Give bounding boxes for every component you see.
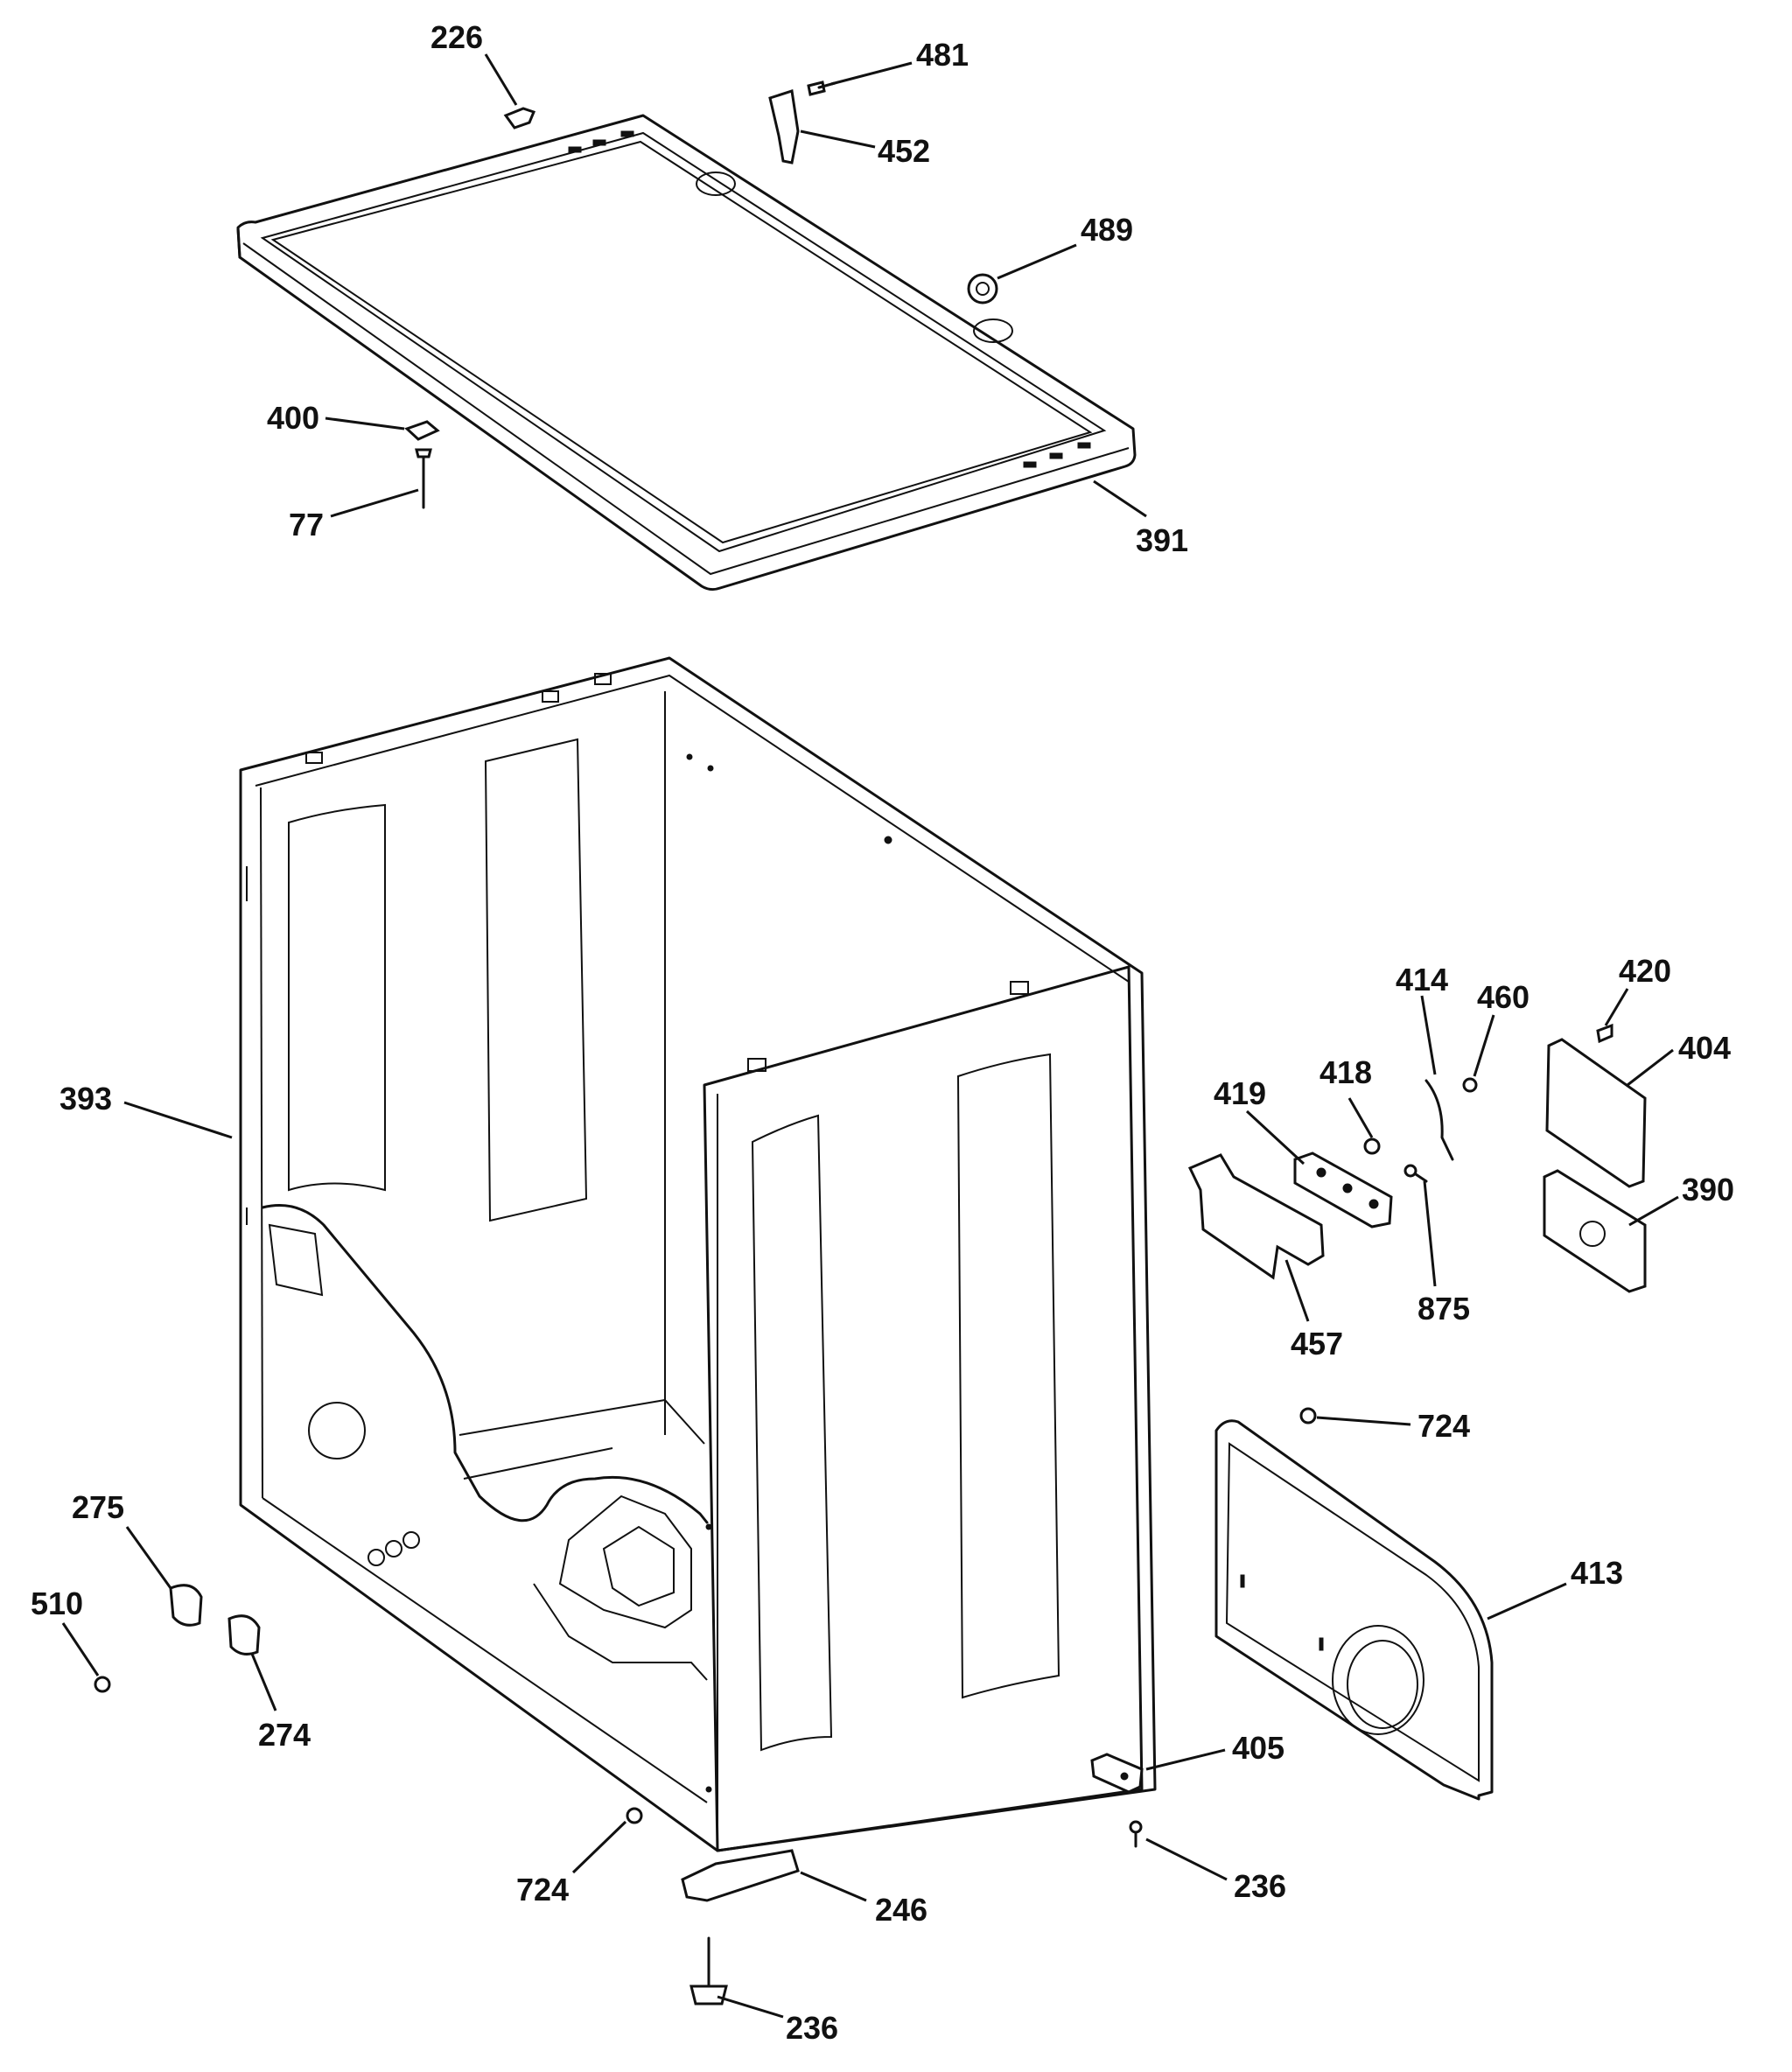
label-452: 452 <box>878 133 930 169</box>
part-236-leveling-leg <box>690 1936 728 2006</box>
top-cover-part <box>236 114 1137 592</box>
label-77: 77 <box>289 507 324 542</box>
part-404-cover-plate <box>1545 1038 1647 1188</box>
part-226-clip <box>503 107 536 130</box>
part-419-terminal-block <box>1293 1152 1393 1228</box>
part-510-screw <box>94 1676 111 1693</box>
label-510: 510 <box>31 1586 83 1621</box>
label-274: 274 <box>258 1717 311 1753</box>
label-405: 405 <box>1232 1730 1284 1766</box>
part-418-nut <box>1363 1138 1381 1155</box>
part-452-bracket <box>768 89 800 164</box>
part-414-strap <box>1424 1079 1454 1161</box>
part-413-rear-panel <box>1214 1419 1494 1801</box>
part-236-screw-a <box>1129 1820 1143 1848</box>
label-413: 413 <box>1571 1555 1623 1591</box>
leader-lines <box>61 53 1679 2019</box>
part-724-screw-b <box>626 1807 643 1824</box>
label-724-a: 724 <box>1418 1408 1470 1444</box>
label-489: 489 <box>1081 212 1133 248</box>
label-236-b: 236 <box>786 2010 838 2046</box>
label-418: 418 <box>1320 1054 1372 1090</box>
label-460: 460 <box>1477 979 1530 1015</box>
part-481-screw <box>807 80 836 96</box>
label-400: 400 <box>267 400 319 436</box>
label-457: 457 <box>1291 1326 1343 1362</box>
label-875: 875 <box>1418 1291 1470 1326</box>
part-labels: 226 481 452 489 400 77 391 393 414 420 4… <box>31 19 1734 2046</box>
label-724-b: 724 <box>516 1872 569 1908</box>
part-489-knob <box>967 273 998 304</box>
part-724-screw-a <box>1299 1407 1317 1424</box>
part-77-screw <box>415 448 432 509</box>
part-274-grommet <box>228 1614 261 1656</box>
label-393: 393 <box>60 1081 112 1116</box>
label-414: 414 <box>1396 962 1448 998</box>
label-481: 481 <box>916 37 969 73</box>
part-390-panel <box>1543 1169 1647 1293</box>
part-275-grommet <box>169 1584 203 1627</box>
label-390: 390 <box>1682 1172 1734 1208</box>
label-420: 420 <box>1619 953 1671 989</box>
label-391: 391 <box>1136 522 1188 558</box>
part-460-screw <box>1462 1077 1478 1093</box>
part-420-screw <box>1596 1023 1614 1044</box>
part-875-screw <box>1404 1164 1428 1183</box>
label-236-a: 236 <box>1234 1868 1286 1904</box>
label-404: 404 <box>1678 1030 1731 1066</box>
cabinet-part <box>239 656 1157 1852</box>
label-419: 419 <box>1214 1075 1266 1111</box>
label-226: 226 <box>430 19 483 55</box>
part-457-bracket <box>1187 1153 1325 1280</box>
part-400-clip <box>404 420 440 441</box>
label-246: 246 <box>875 1892 928 1928</box>
part-405-bracket <box>1090 1753 1144 1794</box>
part-246-leveling-bracket <box>681 1849 800 1902</box>
label-275: 275 <box>72 1489 124 1525</box>
